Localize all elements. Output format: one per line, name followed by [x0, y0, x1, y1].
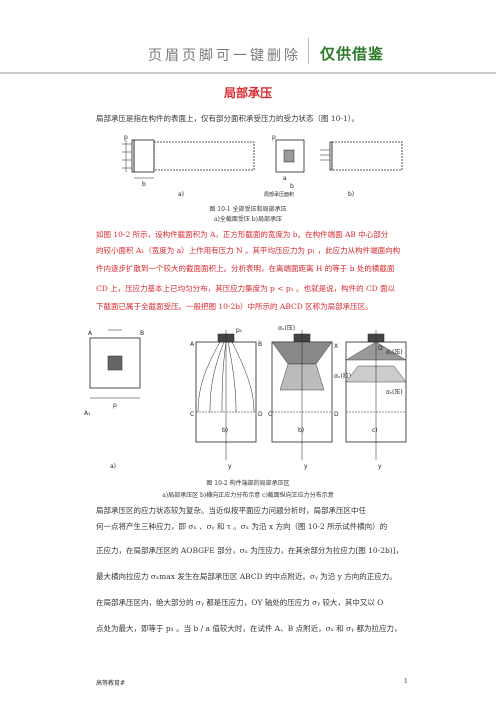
fig2a-section [89, 337, 141, 389]
footer-left: 高等教育# [96, 680, 126, 687]
fig2b: A B C D p₁ y b) [190, 327, 263, 470]
fig1b-section [275, 139, 305, 173]
fig2-caption-sub: a)局部承压区 b)横向正应力分布示意 c)截面纵向正应力分布示意 [162, 492, 334, 499]
fig2b2-X: X [334, 343, 338, 350]
red-line-2: 的较小面积 A₁（宽度为 a）上作用有压力 N 。其平均压应力为 p₁ ，此应力… [96, 246, 401, 255]
fig2b-flow-1 [197, 341, 221, 413]
figure-10-2: A B A₁ p a) A B C D p₁ y b) σₓ(压) σₓ(拉) … [84, 325, 407, 470]
fig2c-y: y [378, 463, 382, 470]
fig2a-A: A [88, 330, 93, 337]
fig2b-label: b) [222, 427, 228, 434]
page-header: 页眉页脚可一键删除 仅供借鉴 [0, 0, 496, 74]
fig2b-C: C [190, 411, 194, 418]
body-line-4: 最大横向拉应力 σₓmax 发生在局部承压区 ABCD 的中点附近。σᵧ 为沿 … [96, 572, 397, 581]
red-line-5: 下截面已属于全截面受压。一般把图 10-2b）中所示的 ABCD 区称为局部承压… [96, 302, 373, 311]
fig2b2-C: C [268, 411, 272, 418]
fig2a-b: p [113, 402, 117, 409]
red-line-4: CD 上，压应力基本上已均匀分布，其压应力集度为 p < p₁ 。也就是说，构件… [96, 284, 396, 293]
fig1a-beam [153, 141, 255, 171]
red-line-3: 件内逐步扩散到一个较大的截面面积上。分析表明，在离端面距离 H 的等于 b 处的… [96, 264, 395, 273]
fig2a-A1: A₁ [84, 410, 91, 417]
fig2b-D: D [258, 411, 263, 418]
header-divider [308, 38, 309, 64]
fig2c: σᵧ(压) σᵧ(压) O y c) [345, 330, 407, 470]
fig2c-sigma1: σᵧ(压) [386, 349, 403, 356]
fig2c-O: O [378, 345, 383, 352]
fig2b2-D: D [334, 411, 339, 418]
fig1a-label-p: p [124, 134, 128, 141]
figure-10-1: b p a) p a b 局部承压面积 b) [122, 134, 403, 198]
red-line-1: 如图 10-2 所示，设构件截面积为 A，正方形截面的宽度为 b。在构件端面 A… [96, 230, 389, 239]
fig2b2-label: b) [298, 427, 304, 434]
body-line-3: 正应力，在局部承压区的 AOBGFE 部分，σₓ 为压应力，在其余部分为拉应力[… [96, 546, 404, 555]
fig2a-bearing-area [107, 355, 123, 371]
header-rule [0, 72, 496, 74]
fig2b2-compress: σₓ(压) [278, 325, 295, 332]
fig2b-B: B [258, 341, 262, 348]
fig2c-label: c) [372, 427, 378, 434]
fig2a: A B A₁ p a) [84, 329, 144, 470]
fig1b-label-b: b [290, 183, 294, 190]
fig2b2-y: y [304, 463, 308, 470]
fig2b2-tension: σₓ(拉) [334, 372, 351, 380]
body-line-5: 在局部承压区内，绝大部分的 σᵧ 都是压应力，OY 轴处的压应力 σᵧ 较大，其… [96, 598, 384, 607]
fig2b-A: A [190, 341, 195, 348]
fig1b-beam [331, 141, 403, 171]
fig1a-arrows [122, 140, 132, 172]
fig1b-bearing-area [283, 149, 295, 163]
fig1a-label-b: b [142, 181, 146, 188]
fig1-caption-sub: a)全截面受压 b)局部承压 [213, 216, 282, 223]
body-line-6: 点处为最大，即等于 p₁ 。当 b / a 值较大时，在试件 A、B 点附近，σ… [96, 624, 402, 633]
page-title: 局部承压 [223, 86, 272, 100]
fig1b-arrows [320, 149, 330, 161]
fig1b-label-a: a [283, 175, 287, 182]
fig1b-label-p: p [272, 134, 276, 141]
fig2a-label: a) [110, 463, 116, 470]
fig2b-y: y [228, 463, 232, 470]
fig1a-label: a) [178, 191, 184, 198]
fig2b-p1: p₁ [236, 327, 243, 334]
fig1b-label: b) [348, 191, 354, 198]
fig1a-column-end [133, 139, 155, 173]
fig2b2: σₓ(压) σₓ(拉) X y C D b) [268, 325, 351, 470]
body-line-1: 局部承压区的应力状态较为复杂。当近似按平面应力问题分析时，局部承压区中任 [96, 506, 366, 515]
fig1-caption-main: 图 10-1 全部受压和局部承压 [209, 206, 287, 213]
fig2c-sigma2: σᵧ(压) [386, 389, 403, 396]
fig1b-area-label: 局部承压面积 [264, 191, 294, 198]
header-left-text: 页眉页脚可一键删除 [148, 48, 301, 64]
body-line-2: 何一点将产生三种应力，即 σₓ 、σᵧ 和 τ 。σₓ 为沿 x 方向（图 10… [96, 522, 388, 531]
fig2a-B: B [140, 330, 144, 337]
header-right-text: 仅供借鉴 [320, 45, 385, 63]
fig2-caption-main: 图 10-2 构件端部的局部承压区 [206, 480, 290, 487]
intro-paragraph: 局部承压是指在构件的表面上，仅有部分面积承受压力的受力状态（图 10-1）。 [96, 114, 359, 123]
page-number: 1 [404, 678, 408, 685]
